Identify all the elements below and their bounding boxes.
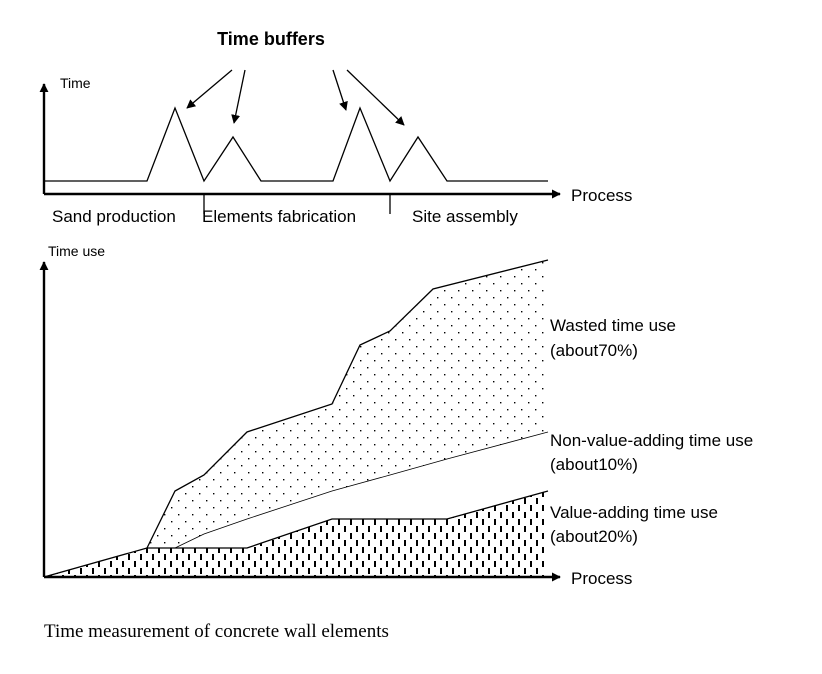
buffer-arrow-2: [231, 69, 246, 124]
top-y-axis-label: Time: [60, 75, 91, 91]
buffer-arrow-3: [332, 69, 348, 111]
wasted-time-upper-boundary: [146, 259, 549, 549]
value-adding-share-label: (about20%): [550, 527, 638, 546]
phase-label-site-assembly: Site assembly: [412, 207, 518, 226]
non-value-adding-share-label: (about10%): [550, 455, 638, 474]
buffer-arrow-4: [346, 69, 405, 126]
phase-label-sand-production: Sand production: [52, 207, 176, 226]
bottom-y-axis-label: Time use: [48, 243, 105, 259]
value-adding-time-area: [44, 491, 548, 577]
top-x-axis-label: Process: [571, 186, 632, 205]
non-value-adding-time-label: Non-value-adding time use: [550, 431, 753, 450]
value-adding-time-label: Value-adding time use: [550, 503, 718, 522]
bottom-chart: Time use Process Wasted time use (about7…: [39, 243, 753, 588]
figure-caption: Time measurement of concrete wall elemen…: [44, 621, 389, 642]
wasted-time-share-label: (about70%): [550, 341, 638, 360]
time-buffers-title: Time buffers: [217, 29, 325, 49]
value-adding-upper-boundary: [43, 490, 549, 578]
time-buffer-profile: [44, 106, 548, 183]
buffer-arrow-1: [186, 69, 233, 109]
top-chart: Time buffers Time Process Sand productio…: [39, 29, 632, 226]
wasted-time-label: Wasted time use: [550, 316, 676, 335]
non-value-adding-upper-boundary: [174, 431, 549, 549]
wasted-time-area: [147, 260, 548, 548]
phase-label-elements-fabrication: Elements fabrication: [202, 207, 356, 226]
bottom-x-axis-label: Process: [571, 569, 632, 588]
